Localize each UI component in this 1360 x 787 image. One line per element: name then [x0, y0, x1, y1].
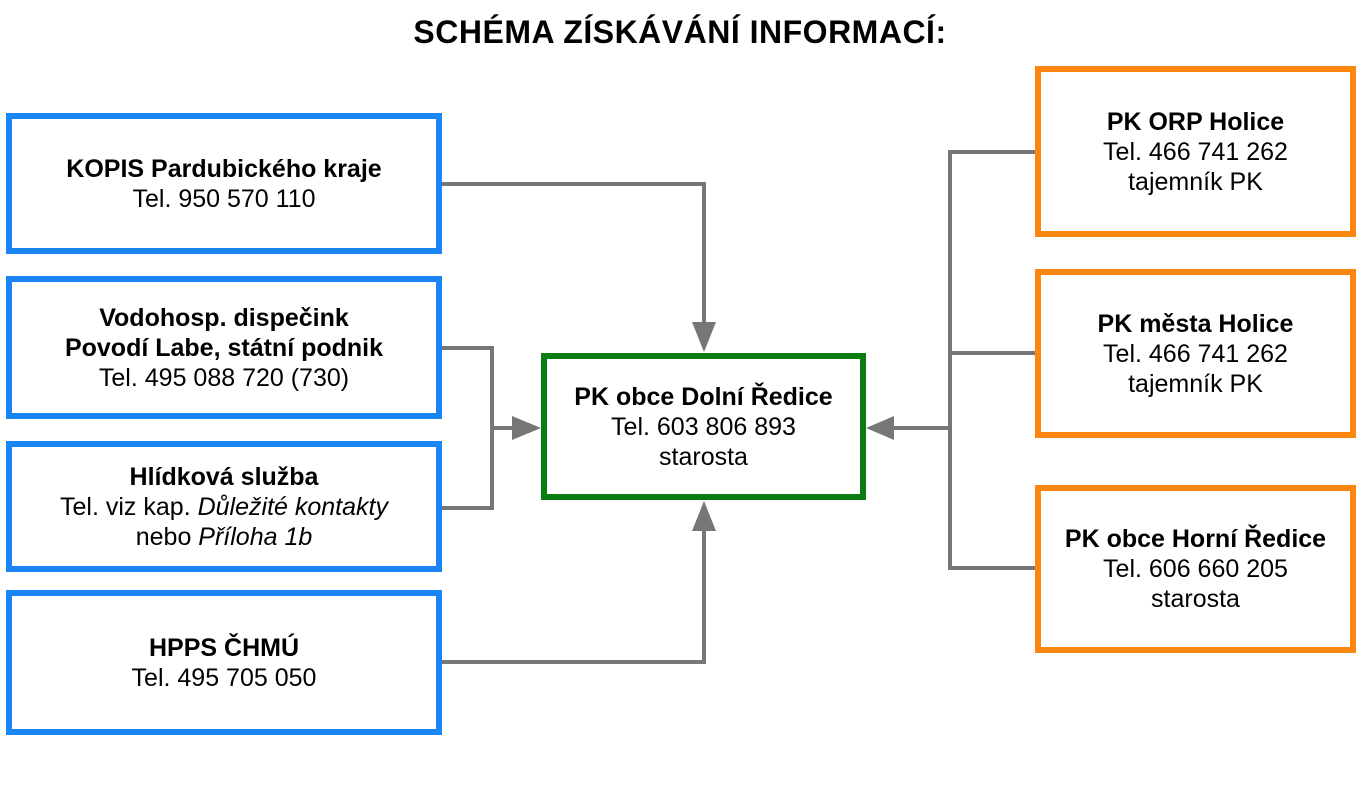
- connector-vodohosp: [442, 346, 494, 510]
- arrow-top-head: [692, 322, 716, 352]
- arrow-bottom-head: [692, 501, 716, 531]
- arrow-left-head: [512, 416, 541, 440]
- box-center-name: PK obce Dolní Ředice: [574, 382, 833, 411]
- box-mesta-holice-name: PK města Holice: [1097, 309, 1294, 338]
- box-kopis-name: KOPIS Pardubického kraje: [66, 154, 382, 183]
- box-horni-redice: PK obce Horní Ředice Tel. 606 660 205 st…: [1035, 485, 1356, 653]
- box-hpps-name: HPPS ČHMÚ: [148, 633, 299, 662]
- box-hlidkova-alt: nebo Příloha 1b: [136, 522, 313, 552]
- box-horni-redice-phone: Tel. 606 660 205: [1103, 555, 1288, 583]
- box-horni-redice-name: PK obce Horní Ředice: [1064, 525, 1327, 553]
- box-orp-holice-name: PK ORP Holice: [1106, 107, 1285, 136]
- box-orp-holice-phone: Tel. 466 741 262: [1103, 137, 1288, 166]
- box-hpps-phone: Tel. 495 705 050: [131, 663, 317, 692]
- box-hlidkova-phone: Tel. viz kap. Důležité kontakty: [60, 492, 388, 522]
- box-orp-holice: PK ORP Holice Tel. 466 741 262 tajemník …: [1035, 66, 1356, 237]
- box-center-role: starosta: [659, 442, 748, 471]
- box-vodohosp-phone: Tel. 495 088 720 (730): [98, 363, 350, 392]
- box-mesta-holice: PK města Holice Tel. 466 741 262 tajemní…: [1035, 269, 1356, 438]
- box-mesta-holice-role: tajemník PK: [1128, 369, 1263, 398]
- box-hlidkova-name: Hlídková služba: [129, 462, 319, 491]
- box-hlidkova-alt-prefix: nebo: [135, 522, 199, 551]
- box-center-phone: Tel. 603 806 893: [611, 412, 796, 441]
- box-hlidkova-phone-ref: Důležité kontakty: [197, 492, 388, 521]
- box-mesta-holice-phone: Tel. 466 741 262: [1103, 339, 1288, 368]
- arrow-right-head: [866, 416, 894, 440]
- connector-hpps: [442, 516, 706, 664]
- box-orp-holice-role: tajemník PK: [1128, 167, 1263, 196]
- box-hlidkova-phone-prefix: Tel. viz kap.: [60, 492, 198, 521]
- box-kopis-phone: Tel. 950 570 110: [132, 184, 316, 213]
- box-hlidkova-alt-ref: Příloha 1b: [198, 522, 313, 551]
- box-vodohosp-name-line2: Povodí Labe, státní podnik: [64, 333, 384, 362]
- box-hlidkova: Hlídková služba Tel. viz kap. Důležité k…: [6, 441, 442, 572]
- box-hpps: HPPS ČHMÚ Tel. 495 705 050: [6, 590, 442, 735]
- connector-kopis: [442, 182, 706, 340]
- diagram-title: SCHÉMA ZÍSKÁVÁNÍ INFORMACÍ:: [413, 14, 947, 50]
- connector-right-bracket: [948, 150, 1036, 570]
- box-center: PK obce Dolní Ředice Tel. 603 806 893 st…: [541, 353, 866, 500]
- box-kopis: KOPIS Pardubického kraje Tel. 950 570 11…: [6, 113, 442, 254]
- box-horni-redice-role: starosta: [1151, 585, 1240, 613]
- box-vodohosp: Vodohosp. dispečink Povodí Labe, státní …: [6, 276, 442, 419]
- box-vodohosp-name-line1: Vodohosp. dispečink: [99, 303, 349, 332]
